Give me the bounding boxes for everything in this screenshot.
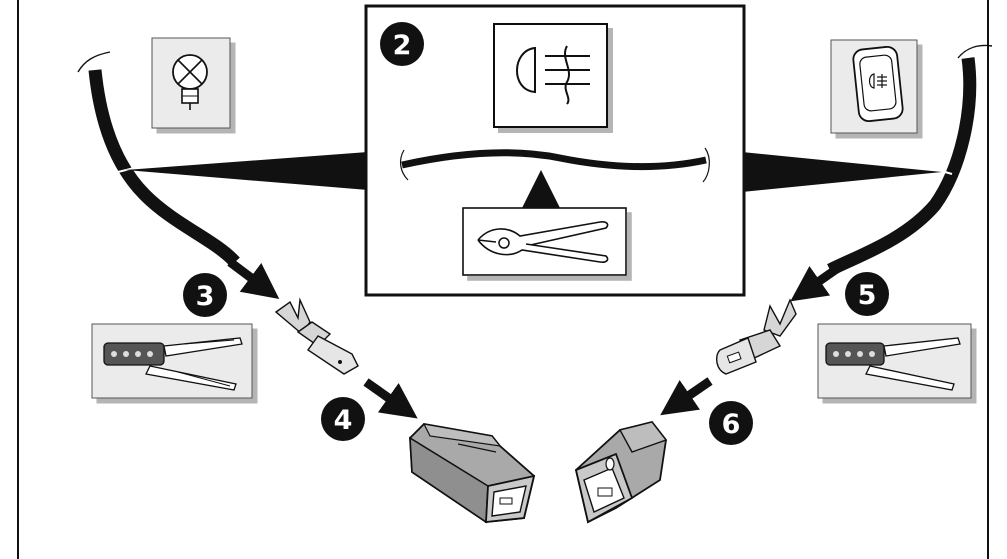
fog-light-switch-icon [830,39,918,134]
connector-housing-female-icon [574,420,668,524]
step-number-6: 6 [722,409,741,440]
right-wire-cut-mark [937,169,953,175]
crimping-tool-icon [817,323,972,399]
step-number-5: 5 [858,280,877,311]
step-badge-3: 3 [183,273,227,317]
bulb-icon [151,37,231,129]
arrow-male-terminal-to-housing [363,378,418,419]
crimping-tool-icon [91,323,253,399]
step-badge-2: 2 [380,22,424,66]
side-cutter-pliers-icon [462,207,627,276]
step-number-4: 4 [334,405,353,436]
step-badge-6: 6 [709,401,753,445]
step-badge-5: 5 [845,272,889,316]
arrow-wire-to-female-terminal [790,264,841,302]
right-zoom-wedge [742,152,942,192]
step-number-2: 2 [393,30,412,61]
fog-light-symbol-icon [493,23,608,128]
connector-housing-male-icon [409,423,536,524]
left-wire [77,51,240,267]
arrow-wire-to-male-terminal [227,258,280,299]
female-spade-terminal-icon [715,298,797,375]
male-spade-terminal-icon [274,297,359,375]
arrow-female-terminal-to-housing [660,377,713,416]
right-wire [827,44,993,276]
step-number-3: 3 [196,281,215,312]
step-badge-4: 4 [321,397,365,441]
left-zoom-wedge [125,152,368,190]
